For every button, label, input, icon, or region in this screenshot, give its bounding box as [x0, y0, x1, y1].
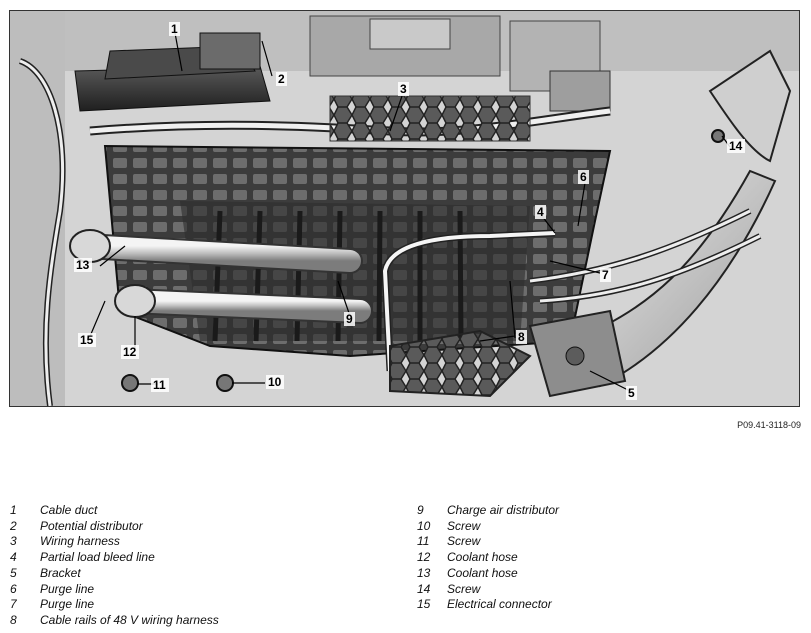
callout-5: 5: [628, 386, 635, 400]
legend-label: Charge air distributor: [447, 503, 560, 517]
legend-number: 5: [10, 565, 17, 580]
legend-number: 13: [417, 565, 431, 580]
legend-label: Cable rails of 48 V wiring harness: [40, 612, 219, 627]
legend-label: Electrical connector: [447, 597, 552, 612]
figure-id: P09.41-3118-09: [737, 420, 801, 430]
legend-item-1: 1 Cable duct: [10, 503, 97, 518]
legend-item-13: 13 Coolant hose: [417, 566, 518, 581]
legend-number: 2: [10, 518, 17, 533]
callout-1-bg: [169, 22, 180, 36]
callout-1: 1: [171, 22, 178, 36]
legend-item-10: 10 Screw: [417, 519, 480, 534]
legend-number: 9: [417, 503, 424, 517]
callout-13: 13: [76, 258, 90, 272]
legend-item-6: 6 Purge line: [10, 582, 94, 597]
callout-13-bg: [74, 258, 92, 272]
callout-4-bg: [535, 205, 546, 219]
callout-10: 10: [268, 375, 282, 389]
legend-item-3: 3 Wiring harness: [10, 534, 120, 549]
legend-item-14: 14 Screw: [417, 582, 480, 597]
callout-14: 14: [729, 139, 743, 153]
legend-item-9: 9 Charge air distributor: [417, 503, 559, 518]
legend-label: Purge line: [40, 581, 95, 596]
callout-12: 12: [123, 345, 137, 359]
legend-label: Screw: [447, 581, 481, 596]
callout-6-bg: [578, 170, 589, 184]
callout-8-bg: [516, 330, 527, 344]
legend-label: Coolant hose: [447, 565, 518, 580]
callout-4: 4: [537, 205, 544, 219]
callout-9-bg: [344, 312, 355, 326]
legend-number: 8: [10, 612, 17, 627]
callout-6: 6: [580, 170, 587, 184]
legend-item-7: 7 Purge line: [10, 597, 94, 612]
legend-number: 7: [10, 597, 17, 612]
legend-item-5: 5 Bracket: [10, 566, 81, 581]
legend-item-2: 2 Potential distributor: [10, 519, 143, 534]
legend-label: Partial load bleed line: [40, 550, 155, 565]
legend-item-4: 4 Partial load bleed line: [10, 550, 155, 565]
callout-3: 3: [400, 82, 407, 96]
callout-7: 7: [602, 268, 609, 282]
callout-14-bg: [727, 139, 745, 153]
callout-12-bg: [121, 345, 139, 359]
legend-label: Potential distributor: [40, 518, 143, 533]
legend-label: Purge line: [40, 597, 95, 612]
callout-5-bg: [626, 386, 637, 400]
callout-15-bg: [78, 333, 96, 347]
callout-8: 8: [518, 330, 525, 344]
callout-2: 2: [278, 72, 285, 86]
legend-label: Coolant hose: [447, 550, 518, 565]
legend-number: 14: [417, 581, 431, 596]
legend-number: 10: [417, 518, 431, 533]
legend-number: 6: [10, 581, 17, 596]
legend-item-11: 11 Screw: [417, 534, 480, 549]
legend-item-15: 15 Electrical connector: [417, 597, 552, 612]
callout-7-bg: [600, 268, 611, 282]
legend-item-12: 12 Coolant hose: [417, 550, 518, 565]
callout-9: 9: [346, 312, 353, 326]
legend-item-8: 8 Cable rails of 48 V wiring harness: [10, 613, 219, 628]
legend-number: 12: [417, 550, 431, 565]
legend-label: Screw: [447, 518, 481, 533]
legend-number: 3: [10, 534, 17, 549]
legend-label: Wiring harness: [40, 534, 120, 549]
callout-2-bg: [276, 72, 287, 86]
legend-number: 11: [417, 534, 430, 549]
legend-label: Cable duct: [40, 503, 98, 517]
legend-number: 1: [10, 503, 17, 517]
callout-11-bg: [151, 378, 169, 392]
callout-11: 11: [153, 378, 166, 392]
callout-3-bg: [398, 82, 409, 96]
callout-10-bg: [266, 375, 284, 389]
legend-label: Screw: [447, 534, 481, 549]
legend-number: 4: [10, 550, 17, 565]
callout-15: 15: [80, 333, 94, 347]
legend-number: 15: [417, 597, 431, 612]
legend-label: Bracket: [40, 565, 81, 580]
